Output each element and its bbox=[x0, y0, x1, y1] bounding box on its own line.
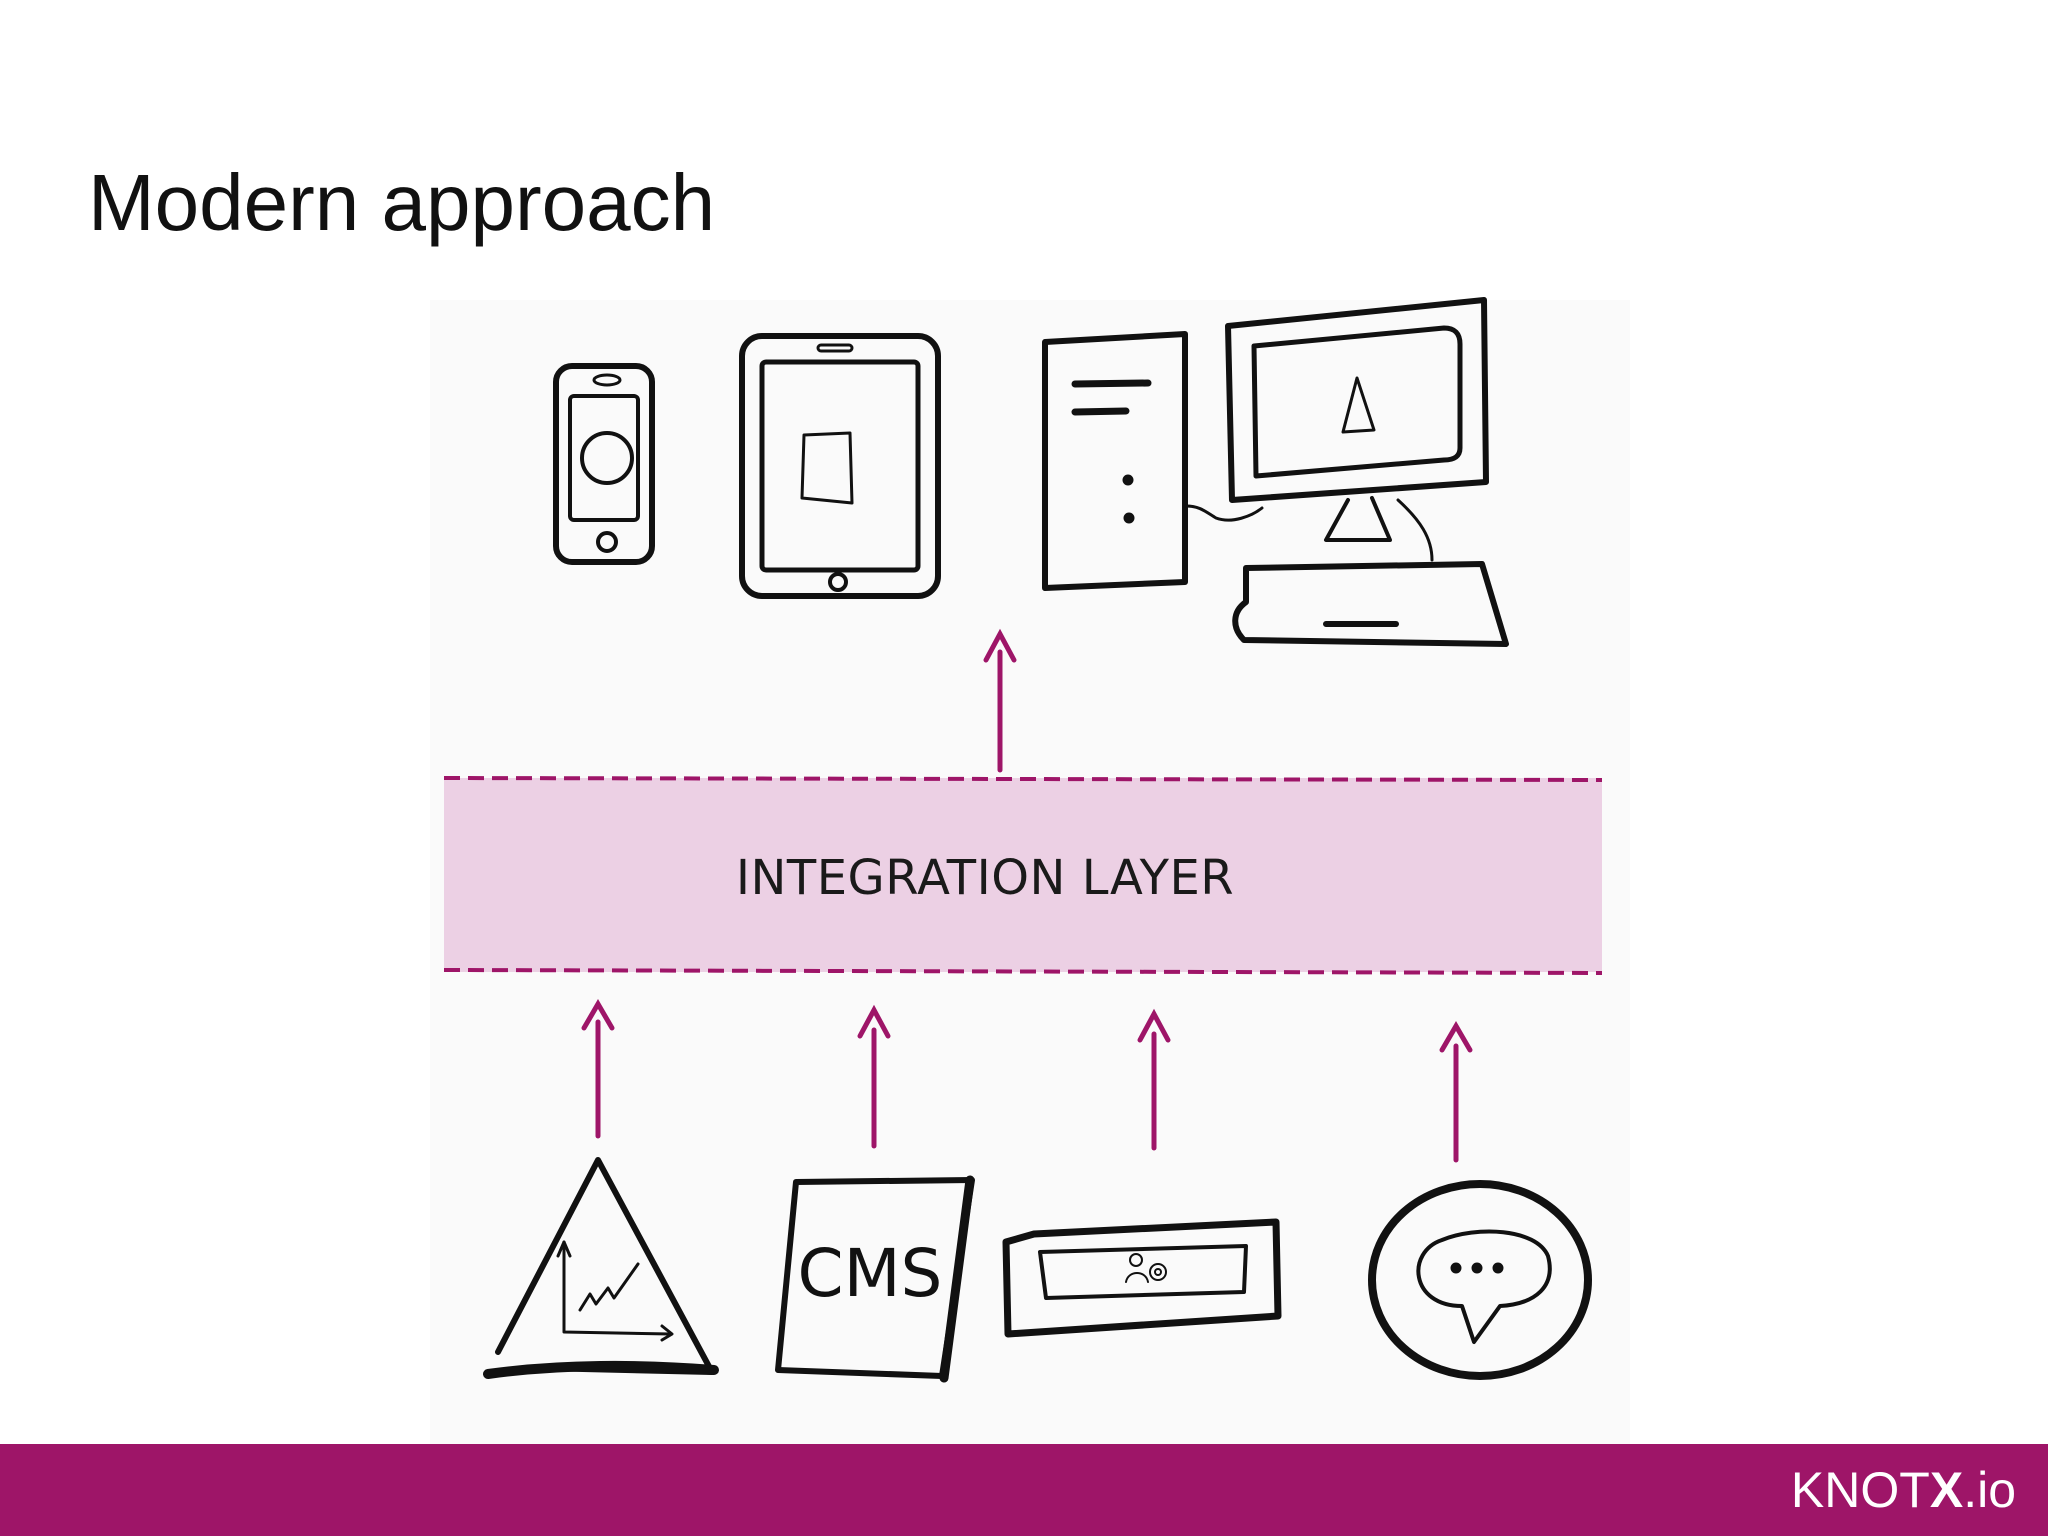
architecture-diagram: INTEGRATION LAYER CMS bbox=[443, 297, 1603, 1383]
integration-layer-top-border bbox=[443, 776, 1603, 782]
brand-logo: KNOTX.io bbox=[1791, 1460, 2016, 1520]
user-settings-bar-icon bbox=[1002, 1218, 1282, 1338]
cms-label: CMS bbox=[798, 1235, 943, 1312]
integration-layer-band bbox=[444, 778, 1602, 972]
arrow-to-consumers bbox=[983, 628, 1017, 773]
footer-bar: KNOTX.io bbox=[0, 1444, 2048, 1536]
arrow-from-cms bbox=[857, 1004, 891, 1149]
cms-document-icon: CMS bbox=[775, 1175, 975, 1383]
integration-layer: INTEGRATION LAYER bbox=[443, 776, 1603, 975]
brand-part-io: .io bbox=[1963, 1462, 2016, 1518]
slide-title: Modern approach bbox=[88, 158, 716, 247]
integration-layer-label: INTEGRATION LAYER bbox=[736, 850, 1234, 906]
chat-bubble-icon bbox=[1368, 1180, 1592, 1380]
tablet-icon bbox=[739, 333, 941, 599]
arrow-from-user-settings bbox=[1137, 1008, 1171, 1151]
integration-layer-bottom-border bbox=[443, 968, 1603, 975]
smartphone-icon bbox=[553, 363, 655, 565]
desktop-computer-icon bbox=[1042, 297, 1509, 647]
arrow-from-analytics bbox=[581, 999, 615, 1139]
brand-part-x: X bbox=[1929, 1462, 1964, 1518]
brand-part-knot: KNOT bbox=[1790, 1462, 1930, 1518]
analytics-chart-icon bbox=[483, 1157, 719, 1379]
arrow-from-chat bbox=[1439, 1021, 1473, 1163]
